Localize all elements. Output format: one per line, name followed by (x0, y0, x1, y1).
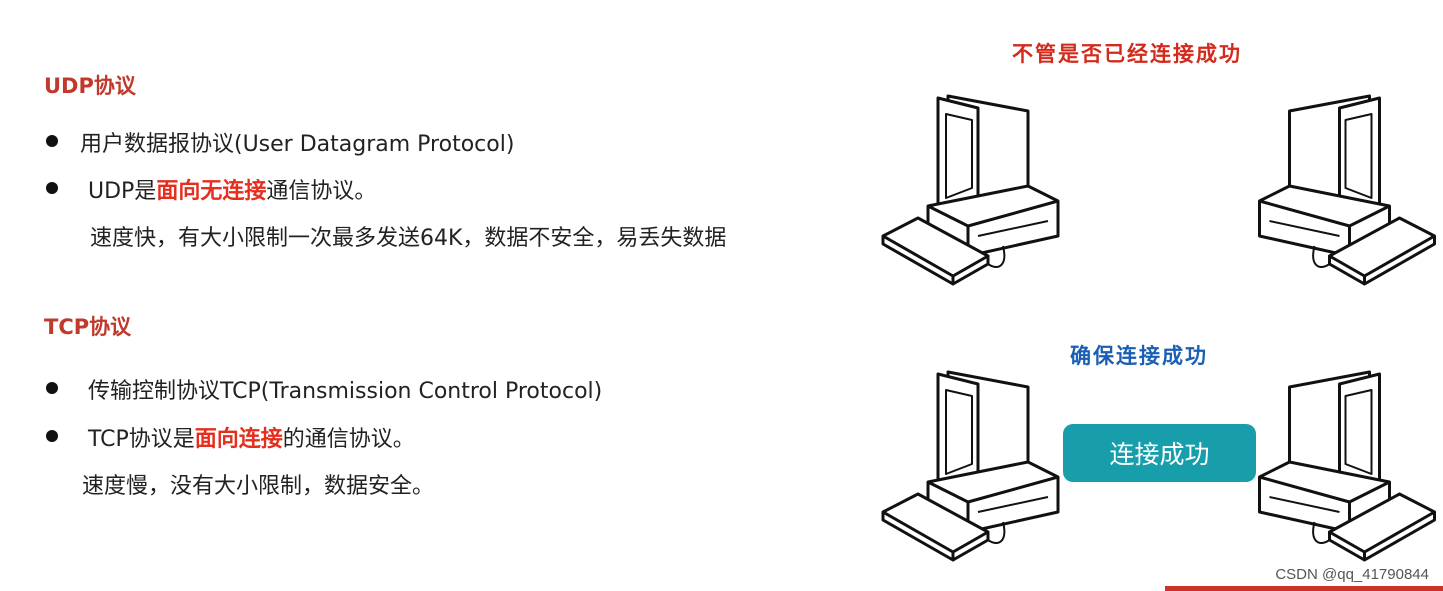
udp-bullet-2-post: 通信协议。 (266, 179, 377, 204)
tcp-heading: TCP协议 (44, 315, 132, 339)
computer-icon (1258, 370, 1436, 562)
tcp-bullet-2-pre: TCP协议是 (88, 427, 195, 452)
tcp-emphasis: 面向连接 (194, 427, 283, 452)
udp-emphasis: 面向无连接 (156, 179, 267, 204)
udp-diagram-caption: 不管是否已经连接成功 (1012, 42, 1242, 66)
tcp-bullet-2: TCP协议是面向连接的通信协议。 (88, 421, 415, 453)
computer-icon (881, 370, 1060, 562)
bullet-dot (46, 182, 58, 194)
bullet-dot (46, 430, 58, 442)
tcp-diagram-caption: 确保连接成功 (1070, 344, 1208, 368)
tcp-bullet-2-post: 的通信协议。 (282, 427, 415, 452)
bullet-dot (46, 135, 58, 147)
bullet-dot (46, 382, 58, 394)
computer-icon (1258, 94, 1436, 286)
udp-bullet-2-pre: UDP是 (88, 179, 157, 204)
csdn-watermark: CSDN @qq_41790844 (1275, 566, 1429, 583)
udp-bullet-1: 用户数据报协议(User Datagram Protocol) (80, 132, 515, 157)
bottom-red-bar (1165, 586, 1443, 591)
computer-icon (881, 94, 1060, 286)
udp-bullet-2: UDP是面向无连接通信协议。 (88, 173, 376, 205)
tcp-note: 速度慢，没有大小限制，数据安全。 (82, 474, 435, 499)
udp-heading: UDP协议 (44, 74, 136, 98)
connection-success-label: 连接成功 (1063, 424, 1256, 482)
udp-note: 速度快，有大小限制一次最多发送64K，数据不安全，易丢失数据 (90, 226, 727, 251)
tcp-bullet-1: 传输控制协议TCP(Transmission Control Protocol) (88, 379, 603, 404)
